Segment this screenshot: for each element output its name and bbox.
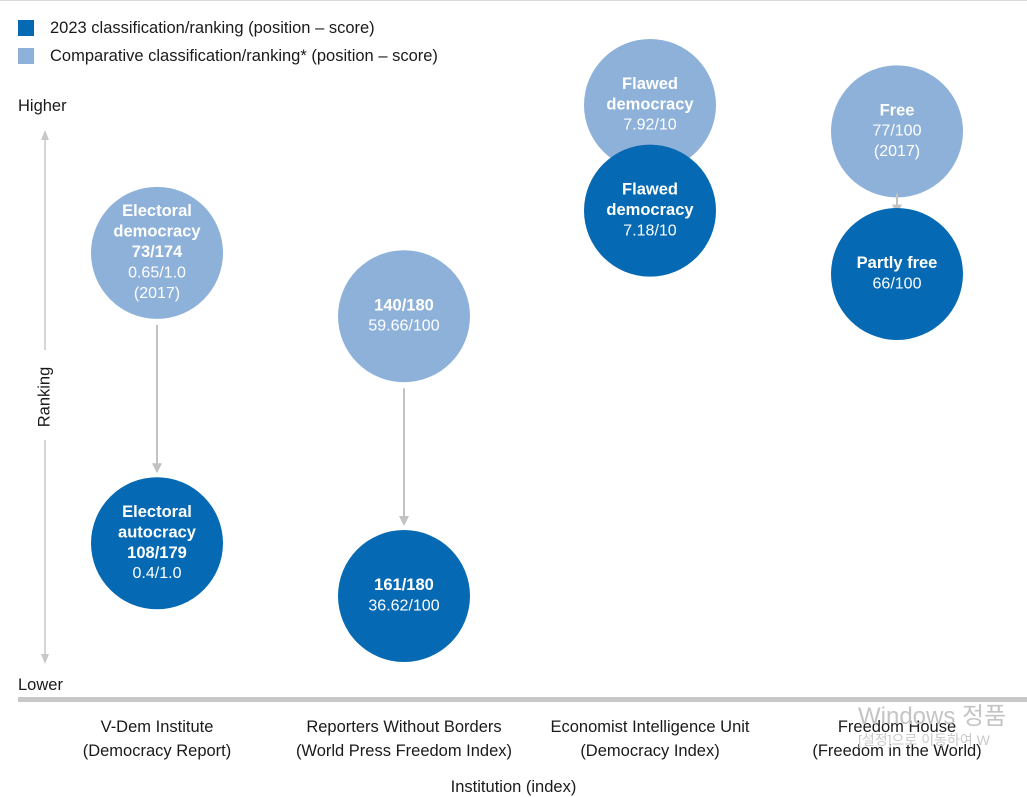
- point-label-comparative-0: (2017): [134, 285, 180, 302]
- legend-swatch-comparative: [18, 48, 34, 64]
- x-category-vdem: V-Dem Institute (Democracy Report): [32, 715, 282, 763]
- point-label-comparative-2: democracy: [606, 95, 694, 113]
- point-label-current-0: Electoral: [122, 503, 192, 521]
- point-comparative-2: [584, 39, 716, 171]
- point-label-current-2: Flawed: [622, 180, 678, 198]
- point-label-current-0: autocracy: [118, 523, 197, 541]
- x-category-index: (Democracy Index): [580, 742, 720, 760]
- legend-swatch-current: [18, 20, 34, 36]
- arrow-head-0: [152, 463, 162, 474]
- point-label-comparative-0: democracy: [113, 223, 201, 241]
- watermark-line1: Windows 정품: [858, 703, 1007, 730]
- x-axis-baseline: [18, 697, 1027, 702]
- point-label-comparative-2: 7.92/10: [623, 117, 676, 134]
- point-label-current-2: democracy: [606, 201, 694, 219]
- point-comparative-1: [338, 250, 470, 383]
- point-label-comparative-3: Free: [880, 101, 915, 119]
- y-axis-arrow-up: [41, 130, 49, 140]
- legend-label-current: 2023 classification/ranking (position – …: [50, 18, 375, 37]
- x-category-name: Economist Intelligence Unit: [550, 718, 750, 736]
- point-label-current-0: 0.4/1.0: [133, 565, 182, 582]
- point-current-0: [91, 477, 223, 610]
- x-category-rsf: Reporters Without Borders (World Press F…: [279, 715, 529, 763]
- point-label-comparative-0: Electoral: [122, 202, 192, 220]
- legend-item-current: 2023 classification/ranking (position – …: [18, 14, 438, 42]
- point-current-1: [338, 530, 470, 663]
- point-label-comparative-0: 0.65/1.0: [128, 265, 186, 282]
- point-label-current-0: 108/179: [127, 544, 187, 562]
- x-category-freedom-house: Freedom House (Freedom in the World): [772, 715, 1022, 763]
- y-axis-arrow-down: [41, 654, 49, 664]
- x-category-name: Reporters Without Borders: [306, 718, 502, 736]
- point-label-current-1: 161/180: [374, 576, 434, 594]
- x-category-eiu: Economist Intelligence Unit (Democracy I…: [525, 715, 775, 763]
- point-current-3: [831, 207, 963, 340]
- x-category-name: Freedom House: [837, 718, 957, 736]
- point-comparative-0: [91, 186, 223, 319]
- x-category-index: (Democracy Report): [82, 742, 232, 760]
- legend-label-comparative: Comparative classification/ranking* (pos…: [50, 46, 438, 65]
- x-category-name: V-Dem Institute: [100, 718, 214, 736]
- legend-item-comparative: Comparative classification/ranking* (pos…: [18, 42, 438, 70]
- top-rule: [0, 0, 1027, 1]
- watermark-line2: [설정]으로 이동하여 W: [858, 732, 990, 748]
- point-label-comparative-0: 73/174: [132, 243, 183, 261]
- point-current-2: [584, 144, 716, 277]
- y-axis-label-higher: Higher: [18, 97, 67, 115]
- point-label-comparative-2: Flawed: [622, 75, 678, 93]
- point-comparative-3: [831, 65, 963, 198]
- arrow-head-1: [399, 516, 409, 527]
- y-axis-label-lower: Lower: [18, 676, 63, 694]
- point-label-current-2: 7.18/10: [623, 222, 676, 239]
- point-label-current-3: 66/100: [873, 275, 922, 292]
- point-label-comparative-3: 77/100: [873, 123, 922, 140]
- point-label-comparative-1: 59.66/100: [368, 318, 439, 335]
- legend: 2023 classification/ranking (position – …: [18, 14, 438, 70]
- point-label-current-3: Partly free: [857, 254, 938, 272]
- point-label-current-1: 36.62/100: [368, 598, 439, 615]
- x-category-index: (World Press Freedom Index): [295, 742, 513, 760]
- x-category-index: (Freedom in the World): [812, 742, 982, 760]
- point-label-comparative-1: 140/180: [374, 296, 434, 314]
- point-label-comparative-3: (2017): [874, 143, 920, 160]
- x-axis-title: Institution (index): [450, 778, 577, 796]
